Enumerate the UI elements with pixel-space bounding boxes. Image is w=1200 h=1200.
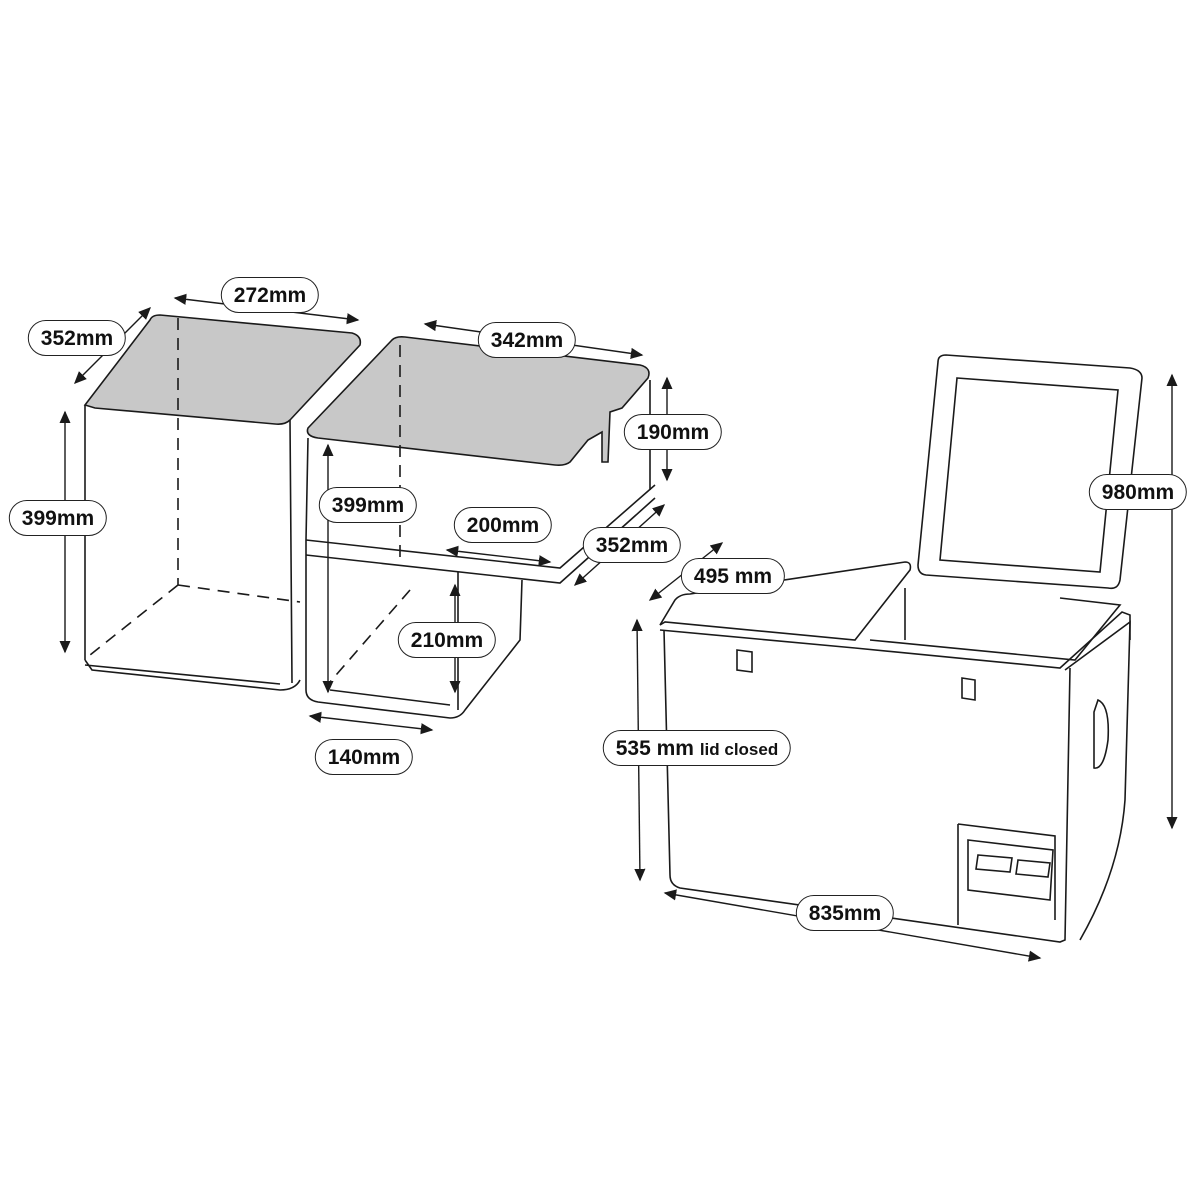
label-fridge-height-closed: 535 mm lid closed — [602, 730, 792, 766]
label-basket-small-width: 342mm — [477, 322, 577, 358]
label-basket-small-height: 399mm — [318, 487, 418, 523]
label-fridge-height-open: 980mm — [1088, 474, 1188, 510]
label-basket-large-height: 399mm — [8, 500, 108, 536]
label-basket-small-bottom-width: 140mm — [314, 739, 414, 775]
label-fridge-width: 835mm — [795, 895, 895, 931]
label-basket-small-depth: 352mm — [582, 527, 682, 563]
fridge — [659, 354, 1143, 943]
label-basket-large-width: 272mm — [220, 277, 320, 313]
label-basket-large-depth: 352mm — [27, 320, 127, 356]
label-basket-small-lower-height: 210mm — [397, 622, 497, 658]
large-basket — [83, 314, 362, 691]
fridge-height-closed-value: 535 mm — [615, 737, 694, 760]
label-basket-small-step-width: 200mm — [453, 507, 553, 543]
fridge-height-closed-note: lid closed — [699, 740, 779, 759]
label-basket-small-upper-height: 190mm — [623, 414, 723, 450]
label-fridge-depth: 495 mm — [680, 558, 786, 594]
